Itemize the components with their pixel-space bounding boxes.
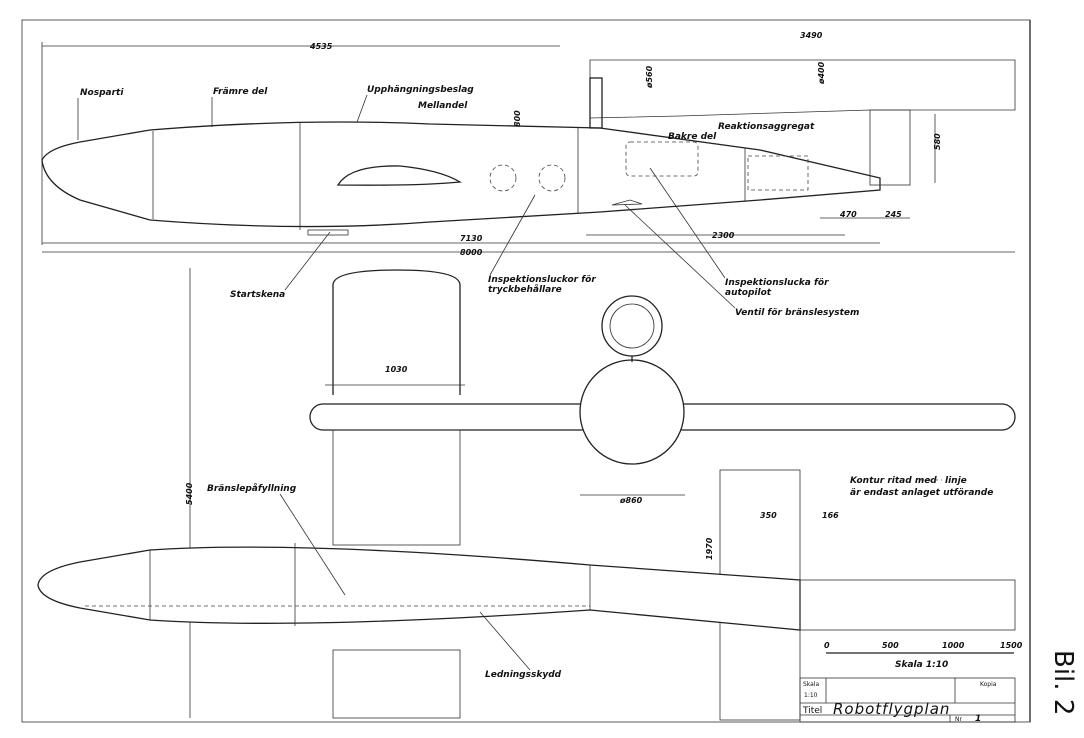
wing-top-lower (332, 649, 461, 719)
label-tryckbehallare: tryckbehållare (488, 284, 562, 295)
drawing-title: Robotflygplan (833, 700, 950, 718)
dim-4535: 4535 (309, 42, 333, 51)
side-view: 4535 7130 8000 2300 470 245 580 800 ø560 (41, 31, 1016, 318)
label-upphangningsbeslag: Upphängningsbeslag (367, 85, 474, 95)
dim-7130: 7130 (460, 234, 483, 243)
label-ventil: Ventil för bränslesystem (735, 308, 859, 318)
dim-166: 166 (822, 511, 839, 520)
label-branslepafyllning: Bränslepåfyllning (207, 483, 297, 494)
dim-860: ø860 (619, 496, 643, 505)
top-view: 5400 1030 Bränslepåfyllning Ledningsskyd… (37, 268, 1016, 721)
dim-1970: 1970 (705, 537, 714, 560)
note-line-2: är endast anlaget utförande (850, 488, 993, 498)
hatch-circle (538, 164, 566, 192)
dim-350: 350 (760, 511, 777, 520)
label-inspektionslucka: Inspektionslucka för (725, 278, 829, 288)
fuselage-section (579, 359, 685, 465)
label-bakre-del: Bakre del (668, 132, 717, 142)
note-line-1: Kontur ritad med (850, 476, 937, 486)
dim-400: ø400 (817, 61, 826, 85)
label-reaktionsaggregat: Reaktionsaggregat (718, 122, 815, 132)
number-field-label: Nr (955, 716, 962, 723)
wing-top-upper (332, 269, 461, 395)
dim-470: 470 (839, 210, 857, 219)
tail-fin (869, 109, 911, 186)
drawing-number: 1 (975, 714, 981, 724)
dim-5400: 5400 (185, 482, 194, 505)
scale-tick-0: 0 (824, 641, 830, 650)
note-line-1b: linje (945, 476, 967, 486)
title-block: Skala 1:10 Kopia Titel Robotflygplan Nr … (799, 677, 1016, 724)
label-autopilot: autopilot (725, 288, 772, 298)
scale-bar: 0 500 1000 1500 Skala 1:10 (824, 641, 1023, 670)
dim-800: 800 (513, 110, 522, 127)
dim-245: 245 (885, 210, 902, 219)
dim-1030: 1030 (385, 365, 408, 374)
jet-engine (589, 59, 1016, 119)
wing-top-mid (332, 429, 461, 546)
scale-field-label: Skala (803, 681, 820, 688)
fuselage-side (41, 121, 881, 228)
scale-label: Skala 1:10 (895, 660, 948, 670)
wing-section (336, 165, 463, 186)
title-field-label: Titel (802, 706, 822, 716)
dim-560: ø560 (645, 65, 654, 89)
scale-tick-1000: 1000 (942, 641, 965, 650)
copy-field-label: Kopia (980, 681, 997, 688)
engine-top (799, 579, 1016, 631)
front-view: ø860 (309, 295, 1016, 505)
fuselage-top (37, 546, 801, 631)
label-ledningsskydd: Ledningsskydd (485, 670, 562, 680)
scale-tick-500: 500 (882, 641, 899, 650)
label-mellandel: Mellandel (418, 101, 468, 111)
dim-2300: 2300 (712, 231, 735, 240)
engine-section (601, 295, 663, 357)
dim-3490: 3490 (800, 31, 823, 40)
label-framre-del: Främre del (213, 87, 268, 97)
dim-8000: 8000 (460, 248, 483, 257)
autopilot-hatch (625, 141, 699, 177)
label-inspektionsluckor: Inspektionsluckor för (488, 275, 596, 285)
scale-tick-1500: 1500 (1000, 641, 1023, 650)
dim-580: 580 (933, 133, 942, 150)
label-startskena: Startskena (230, 290, 285, 300)
label-nosparti: Nosparti (80, 88, 124, 98)
hatch-circle (489, 164, 517, 192)
margin-note-bil: Bil. 2 (1048, 650, 1078, 715)
scale-field-value: 1:10 (804, 692, 818, 699)
